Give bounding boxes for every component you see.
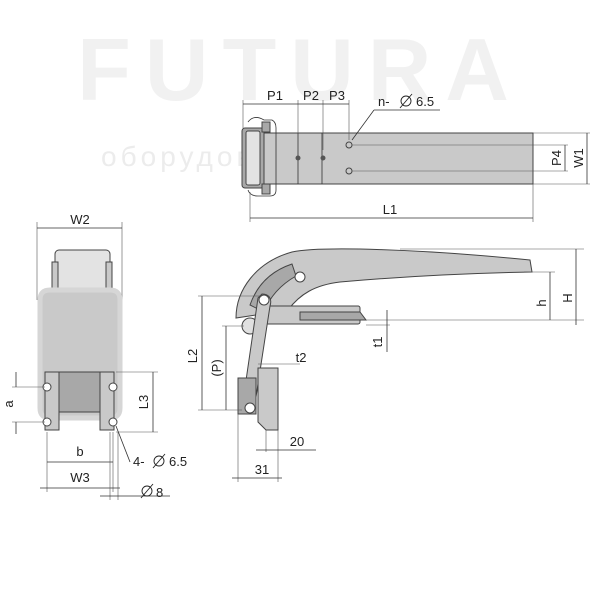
dim-P: (P) bbox=[209, 359, 224, 376]
top-hole bbox=[295, 155, 301, 161]
dim-W2: W2 bbox=[70, 212, 90, 227]
dim-L3: L3 bbox=[136, 395, 151, 409]
dim-W3: W3 bbox=[70, 470, 90, 485]
diameter-icon bbox=[140, 483, 154, 499]
dim-P3: P3 bbox=[329, 88, 345, 103]
top-view-arm bbox=[254, 132, 534, 185]
mount-hole-diameter: 6.5 bbox=[169, 454, 187, 469]
top-view: P1 P2 P3 n- 6.5 L1 P4 W1 bbox=[241, 88, 590, 222]
dim-t2: t2 bbox=[296, 350, 307, 365]
dim-L2: L2 bbox=[185, 349, 200, 363]
dim-dia8: 8 bbox=[156, 485, 163, 500]
dim-P2: P2 bbox=[303, 88, 319, 103]
dim-P1: P1 bbox=[267, 88, 283, 103]
mount-holes-count: 4- bbox=[133, 454, 145, 469]
diameter-icon bbox=[152, 453, 166, 469]
top-hole bbox=[320, 155, 326, 161]
dim-H: H bbox=[560, 293, 575, 302]
diameter-icon bbox=[399, 93, 413, 109]
dim-P4: P4 bbox=[549, 150, 564, 166]
hole-count-label: n- bbox=[378, 94, 390, 109]
dim-b: b bbox=[76, 444, 83, 459]
dim-W1: W1 bbox=[571, 148, 586, 168]
watermark-brand: FUTURA bbox=[77, 20, 523, 119]
dim-t1: t1 bbox=[370, 337, 385, 348]
handle-lever bbox=[235, 248, 533, 319]
mount-hole bbox=[108, 382, 118, 392]
dim-L1: L1 bbox=[383, 202, 397, 217]
front-view: W2 a L3 b W3 bbox=[1, 212, 187, 500]
hole-diameter-label: 6.5 bbox=[416, 94, 434, 109]
dim-31: 31 bbox=[255, 462, 269, 477]
dim-a: a bbox=[1, 400, 16, 408]
dim-h: h bbox=[534, 299, 549, 306]
dim-20: 20 bbox=[290, 434, 304, 449]
side-view: H h t1 L2 (P) t2 20 31 bbox=[185, 248, 584, 482]
mount-hole bbox=[108, 417, 118, 427]
